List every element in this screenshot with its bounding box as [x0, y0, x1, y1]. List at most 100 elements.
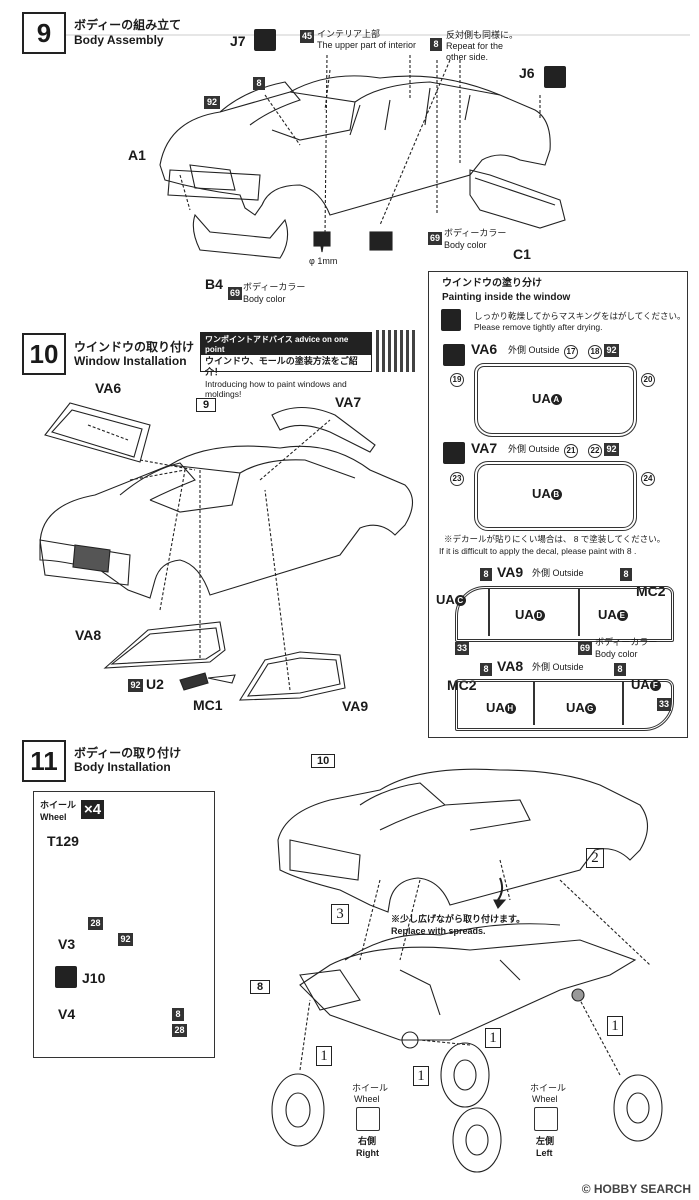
- paint-28-b: 28: [172, 1024, 187, 1037]
- ua-b-text: UA: [532, 486, 551, 501]
- ua-c-text: UA: [436, 592, 455, 607]
- va7-window-shape: [474, 461, 637, 531]
- paint-8-v4: 8: [172, 1008, 184, 1021]
- body-color-en-2: Body color: [243, 294, 286, 304]
- wheel-box: [33, 791, 215, 1058]
- label-va8: VA8: [75, 627, 102, 643]
- label-j6: J6: [519, 65, 535, 81]
- pb-va8-outside: 外側 Outside: [532, 662, 584, 672]
- cement-icon-j7: [254, 29, 276, 51]
- pb-va8-name: VA8: [497, 658, 524, 674]
- paint-8-va9-b: 8: [620, 568, 632, 581]
- step-9-title-en: Body Assembly: [74, 33, 164, 47]
- repeat-en-1: Repeat for the: [446, 41, 504, 51]
- body-color-en-1: Body color: [444, 240, 487, 250]
- va6-window-shape: [474, 363, 637, 437]
- step-ref-1-d: 1: [607, 1016, 623, 1036]
- paint-8-b: 8: [430, 38, 442, 51]
- decal-21: 21: [564, 444, 578, 458]
- spread-note-en: Replace with spreads.: [391, 926, 486, 936]
- paint-28-a: 28: [88, 917, 103, 930]
- body-color-jp-2: ボディーカラー: [243, 282, 306, 292]
- right-side-en: Right: [356, 1148, 379, 1158]
- ua-a-letter: A: [550, 394, 562, 405]
- pb-va6-outside: 外側 Outside: [508, 345, 560, 355]
- mask-jp: しっかり乾燥してからマスキングをはがしてください。: [474, 311, 686, 321]
- spread-note-jp: ※少し広げながら取り付けます。: [391, 914, 526, 924]
- step-ref-1-a: 1: [316, 1046, 332, 1066]
- label-u2: U2: [146, 676, 164, 692]
- step-ref-1-c: 1: [413, 1066, 429, 1086]
- paint-8-a: 8: [253, 77, 265, 90]
- step-ref-2: 2: [586, 848, 604, 868]
- left-side-en: Left: [536, 1148, 553, 1158]
- paint-92: 92: [204, 96, 220, 109]
- body-color-jp-1: ボディーカラー: [444, 228, 507, 238]
- label-v4: V4: [58, 1006, 76, 1022]
- left-wheel-en: Wheel: [532, 1094, 558, 1104]
- ua-g-letter: G: [584, 703, 596, 714]
- step-11-title-jp: ボディーの取り付け: [74, 746, 182, 760]
- pb-body-color-jp: ボディーカラー: [595, 637, 658, 647]
- paint-92-va7: 92: [604, 443, 619, 456]
- pb-body-color-en: Body color: [595, 649, 638, 659]
- decal-note-jp: ※デカールが貼りにくい場合は、 8 で塗装してください。: [444, 534, 666, 544]
- ua-c-letter: C: [454, 595, 466, 606]
- paint-8-va9-a: 8: [480, 568, 492, 581]
- ua-h-text: UA: [486, 700, 505, 715]
- interior-jp: インテリア上部: [317, 29, 381, 39]
- repeat-en-2: other side.: [446, 52, 489, 62]
- advice-jp: ウインドウ、モールの塗装方法をご紹介！: [205, 356, 358, 377]
- ua-g-text: UA: [566, 700, 585, 715]
- qr-code-icon: [376, 330, 418, 372]
- right-wheel-icon: [356, 1107, 380, 1131]
- paint-92-v3: 92: [118, 933, 133, 946]
- label-j7: J7: [230, 33, 246, 49]
- paint-69-b: 69: [228, 287, 242, 300]
- star-icon-va6: [443, 344, 465, 366]
- va9-divider-1: [488, 588, 490, 636]
- paint-69-a: 69: [428, 232, 442, 245]
- right-wheel-en: Wheel: [354, 1094, 380, 1104]
- pb-va9-name: VA9: [497, 564, 524, 580]
- left-wheel-jp: ホイール: [530, 1083, 567, 1093]
- paint-box-title-en: Painting inside the window: [442, 292, 571, 303]
- decal-20: 20: [641, 373, 655, 387]
- pb-va6-name: VA6: [471, 341, 498, 357]
- va9-window-shape: [455, 586, 674, 642]
- ua-e-letter: E: [616, 610, 628, 621]
- cement-icon-j6: [544, 66, 566, 88]
- decal-24: 24: [641, 472, 655, 486]
- ua-f-text: UA: [631, 677, 650, 692]
- cement-icon-j10: [55, 966, 77, 988]
- step-10-number: 10: [22, 333, 66, 375]
- left-wheel-icon: [534, 1107, 558, 1131]
- label-mc1: MC1: [193, 697, 223, 713]
- pb-va7-outside: 外側 Outside: [508, 444, 560, 454]
- decal-17: 17: [564, 345, 578, 359]
- va9-divider-2: [578, 588, 580, 636]
- label-va9: VA9: [342, 698, 369, 714]
- paint-45: 45: [300, 30, 314, 43]
- decal-18: 18: [588, 345, 602, 359]
- paint-box-title-jp: ウインドウの塗り分け: [442, 278, 542, 289]
- paint-33-va9: 33: [455, 642, 469, 655]
- paint-92-va6: 92: [604, 344, 619, 357]
- ua-f-letter: F: [649, 680, 661, 691]
- ua-d-text: UA: [515, 607, 534, 622]
- label-10: 10: [311, 754, 336, 768]
- step-10-title-en: Window Installation: [74, 354, 187, 368]
- label-j10: J10: [82, 970, 106, 986]
- label-va7: VA7: [335, 394, 362, 410]
- wheel-box-jp: ホイール: [40, 800, 77, 810]
- label-c1: C1: [513, 246, 531, 262]
- ua-a-text: UA: [532, 391, 551, 406]
- va8-window-shape: [455, 679, 674, 731]
